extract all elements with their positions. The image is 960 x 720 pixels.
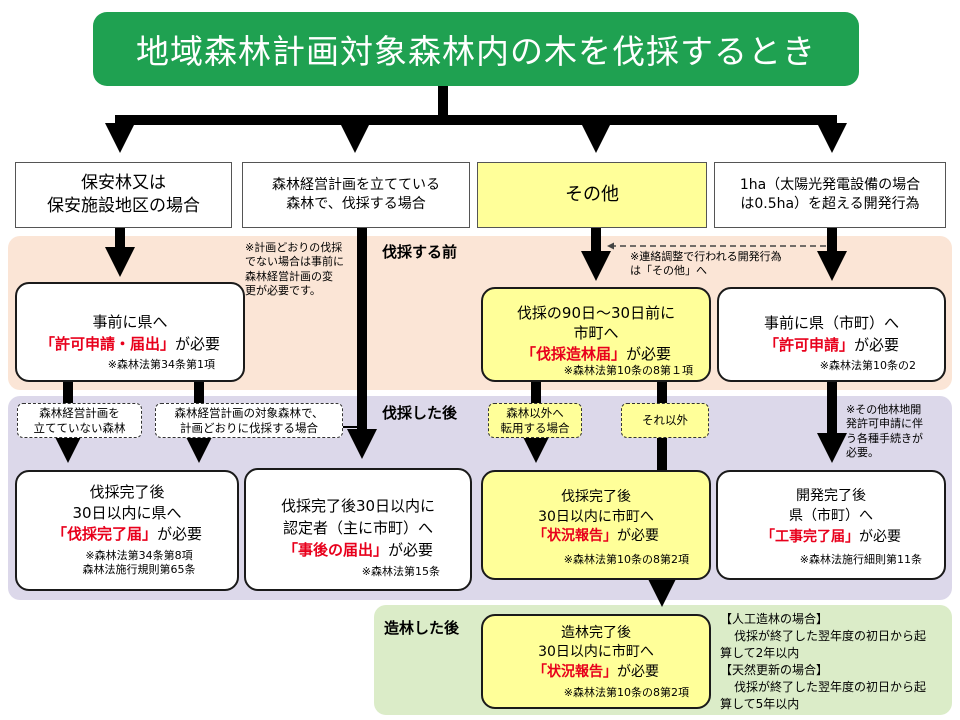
sonota-note-line1: ※その他林地開 [846, 403, 922, 416]
category-other: その他 [477, 162, 707, 228]
renraku-note: ※連絡調整で行われる開発行為 は「その他」へ [630, 250, 820, 279]
reforest-line2: 30日以内に市町へ [538, 644, 654, 661]
branch-plan-line2: 計画どおりに伐採する場合 [179, 420, 318, 435]
branch-convert-line1: 森林以外へ [506, 405, 564, 420]
before-kaihatsu-box: 事前に県（市町）へ 「許可申請」が必要 ※森林法第10条の2 [717, 287, 946, 382]
after-pref-line1: 伐採完了後 [89, 483, 165, 501]
sonota-kaihatsu-note: ※その他林地開 発許可申請に伴 う各種手続きが 必要。 [846, 403, 956, 460]
sonota-note-line3: う各種手続きが [846, 431, 923, 445]
reforest-box: 造林完了後 30日以内に市町へ 「状況報告」が必要 ※森林法第10条の8第2項 [481, 614, 711, 709]
before-kaihatsu-line1: 事前に県（市町）へ [763, 314, 899, 332]
after-pref-line2: 30日以内に県へ [72, 504, 182, 522]
after-pref-required-term: 「伐採完了届」 [51, 525, 157, 543]
category-kaihatsu: 1ha（太陽光発電設備の場合は0.5ha）を超える開発行為 [714, 162, 946, 228]
renraku-note-line2: は「その他」へ [630, 264, 707, 278]
reforest-note-natural-text2: 算して5年以内 [720, 697, 800, 712]
after-kaihatsu-line1: 開発完了後 [796, 488, 866, 504]
after-pref-required-suffix: が必要 [157, 525, 203, 543]
branch-no-plan: 森林経営計画を立てていない森林 [17, 403, 142, 438]
band-label-reforest: 造林した後 [384, 619, 460, 637]
after-nintei-required-term: 「事後の届出」 [282, 540, 388, 559]
category-kaihatsu-line2: は0.5ha）を超える開発行為 [740, 196, 920, 212]
sonota-note-line4: 必要。 [846, 445, 879, 459]
after-city-law: ※森林法第10条の8第2項 [563, 552, 689, 566]
reforest-note-artificial-text1: 伐採が終了した翌年度の初日から起 [734, 629, 927, 644]
before-pref-box: 事前に県へ 「許可申請・届出」が必要 ※森林法第34条第1項 [15, 282, 245, 382]
after-kaihatsu-required-suffix: が必要 [859, 528, 901, 545]
branch-convert-line2: 転用する場合 [500, 420, 570, 435]
category-kaihatsu-line1: 1ha（太陽光発電設備の場合 [739, 177, 921, 194]
after-kaihatsu-line2: 県（市町）へ [789, 508, 873, 525]
branch-plan: 森林経営計画の対象森林で、計画どおりに伐採する場合 [155, 403, 343, 438]
before-city-law: ※森林法第10条の8第１項 [563, 363, 693, 377]
branch-convert: 森林以外へ転用する場合 [488, 403, 582, 438]
after-nintei-required-suffix: が必要 [388, 540, 434, 559]
band-label-after: 伐採した後 [382, 404, 458, 422]
before-kaihatsu-law: ※森林法第10条の2 [819, 358, 916, 372]
before-city-required-term: 「伐採造林届」 [520, 344, 626, 363]
after-city-line2: 30日以内に市町へ [538, 508, 654, 525]
branch-no-plan-line2: 立てていない森林 [33, 420, 126, 435]
renraku-note-line1: ※連絡調整で行われる開発行為 [630, 250, 782, 263]
category-hoan-line2: 保安施設地区の場合 [47, 196, 200, 216]
branch-no-plan-line1: 森林経営計画を [39, 405, 120, 420]
after-nintei-line2: 認定者（主に市町）へ [282, 518, 433, 537]
reforest-note-heading-artificial: 【人工造林の場合】 [720, 612, 829, 626]
category-hoan: 保安林又は保安施設地区の場合 [15, 162, 232, 228]
before-pref-required-term: 「許可申請・届出」 [39, 334, 175, 353]
before-city-box: 伐採の90日～30日前に 市町へ 「伐採造林届」が必要 ※森林法第10条の8第１… [481, 287, 711, 382]
after-nintei-law: ※森林法第15条 [361, 565, 440, 579]
category-keiei-line1: 森林経営計画を立てている [272, 177, 440, 194]
keiei-note-line3: 森林経営計画の変 [245, 269, 333, 283]
after-kaihatsu-box: 開発完了後 県（市町）へ 「工事完了届」が必要 ※森林法施行細則第11条 [716, 470, 946, 580]
category-keiei-line2: 森林で、伐採する場合 [286, 196, 426, 212]
after-pref-law2: 森林法施行規則第65条 [82, 563, 196, 577]
after-nintei-box: 伐採完了後30日以内に 認定者（主に市町）へ 「事後の届出」が必要 ※森林法第1… [244, 468, 472, 591]
after-city-required-term: 「状況報告」 [533, 528, 617, 545]
keiei-note-line1: ※計画どおりの伐採 [245, 241, 343, 254]
reforest-line1: 造林完了後 [561, 625, 631, 641]
before-city-line2: 市町へ [573, 324, 619, 343]
before-pref-line1: 事前に県へ [92, 313, 168, 331]
category-keiei: 森林経営計画を立てている森林で、伐採する場合 [242, 162, 470, 228]
reforest-law: ※森林法第10条の8第2項 [563, 685, 689, 699]
keiei-note-line4: 更が必要です。 [245, 283, 321, 297]
band-label-before: 伐採する前 [382, 243, 458, 261]
before-city-required-suffix: が必要 [626, 344, 672, 363]
branch-plan-line1: 森林経営計画の対象森林で、 [174, 405, 324, 420]
before-pref-required-suffix: が必要 [175, 334, 221, 353]
reforest-required-term: 「状況報告」 [533, 663, 617, 680]
after-kaihatsu-law: ※森林法施行細則第11条 [799, 552, 922, 566]
after-pref-box: 伐採完了後 30日以内に県へ 「伐採完了届」が必要 ※森林法第34条第8項 森林… [15, 470, 239, 591]
before-city-line1: 伐採の90日～30日前に [516, 304, 676, 322]
after-city-required-suffix: が必要 [617, 528, 659, 545]
reforest-deadline-note: 【人工造林の場合】 伐採が終了した翌年度の初日から起 算して2年以内 【天然更新… [720, 611, 955, 713]
sonota-note-line2: 発許可申請に伴 [846, 417, 923, 431]
reforest-required-suffix: が必要 [617, 663, 659, 680]
before-pref-law: ※森林法第34条第1項 [107, 357, 215, 371]
keiei-note-line2: でない場合は事前に [245, 255, 344, 269]
before-kaihatsu-required-suffix: が必要 [854, 335, 900, 354]
before-kaihatsu-required-term: 「許可申請」 [763, 335, 854, 354]
category-hoan-line1: 保安林又は [81, 173, 166, 194]
page-title: 地域森林計画対象森林内の木を伐採するとき [93, 12, 859, 86]
reforest-note-heading-natural: 【天然更新の場合】 [720, 663, 829, 678]
after-city-box: 伐採完了後 30日以内に市町へ 「状況報告」が必要 ※森林法第10条の8第2項 [481, 470, 711, 580]
branch-else: それ以外 [621, 403, 709, 438]
branch-else-label: それ以外 [642, 413, 688, 428]
reforest-note-natural-text1: 伐採が終了した翌年度の初日から起 [734, 680, 927, 695]
after-city-line1: 伐採完了後 [561, 489, 631, 505]
after-kaihatsu-required-term: 「工事完了届」 [761, 528, 859, 545]
keiei-plan-note: ※計画どおりの伐採 でない場合は事前に 森林経営計画の変 更が必要です。 [245, 241, 360, 298]
after-pref-law1: ※森林法第34条第8項 [85, 549, 193, 562]
after-nintei-line1: 伐採完了後30日以内に [280, 497, 436, 515]
reforest-note-artificial-text2: 算して2年以内 [720, 646, 800, 661]
category-other-label: その他 [565, 183, 619, 205]
